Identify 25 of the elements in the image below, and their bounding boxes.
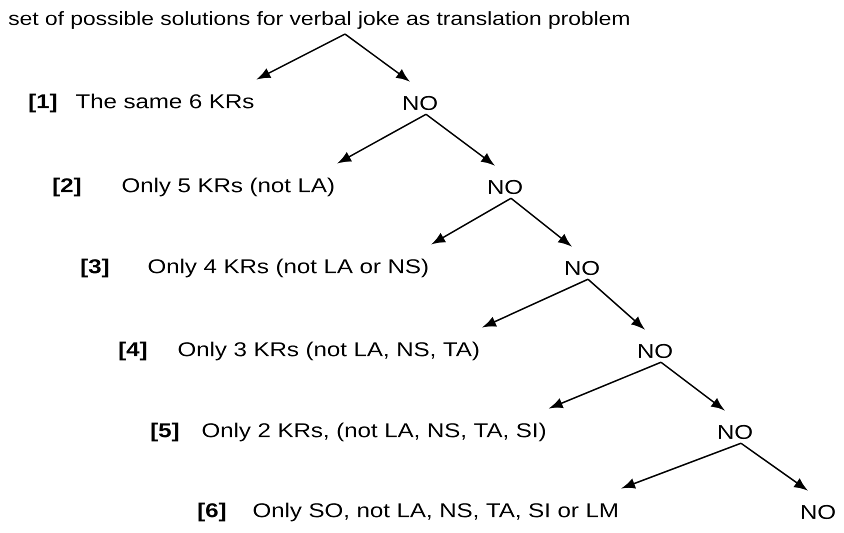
- arrow: [258, 33, 346, 79]
- option-text: [1] The same 6 KRs: [30, 94, 254, 112]
- option-text: [6] Only SO, not LA, NS, TA, SI or LM: [198, 502, 617, 522]
- arrow: [623, 442, 742, 488]
- option-text: [3] Only 4 KRs (not LA or NS): [82, 258, 428, 278]
- arrow: [433, 198, 512, 244]
- arrow: [587, 278, 644, 328]
- no-text: NO: [404, 96, 437, 110]
- option-text: [2] Only 5 KRs (not LA): [54, 178, 334, 196]
- arrow: [740, 442, 806, 490]
- no-text: NO: [718, 424, 752, 440]
- arrow: [426, 114, 494, 165]
- arrow: [550, 362, 662, 408]
- no-text: NO: [566, 260, 599, 276]
- no-text: NO: [802, 504, 835, 520]
- arrow: [660, 362, 724, 410]
- option-text: [4] Only 3 KRs (not LA, NS, TA): [120, 342, 478, 360]
- arrow: [344, 33, 408, 81]
- arrow: [510, 198, 570, 246]
- no-text: NO: [488, 180, 522, 194]
- arrow: [484, 278, 588, 327]
- no-text: NO: [638, 344, 672, 358]
- option-text: [5] Only 2 KRs, (not LA, NS, TA, SI): [152, 422, 546, 442]
- heading: set of possible solutions for verbal joke as translation problem: [8, 11, 629, 29]
- arrow: [339, 114, 426, 163]
